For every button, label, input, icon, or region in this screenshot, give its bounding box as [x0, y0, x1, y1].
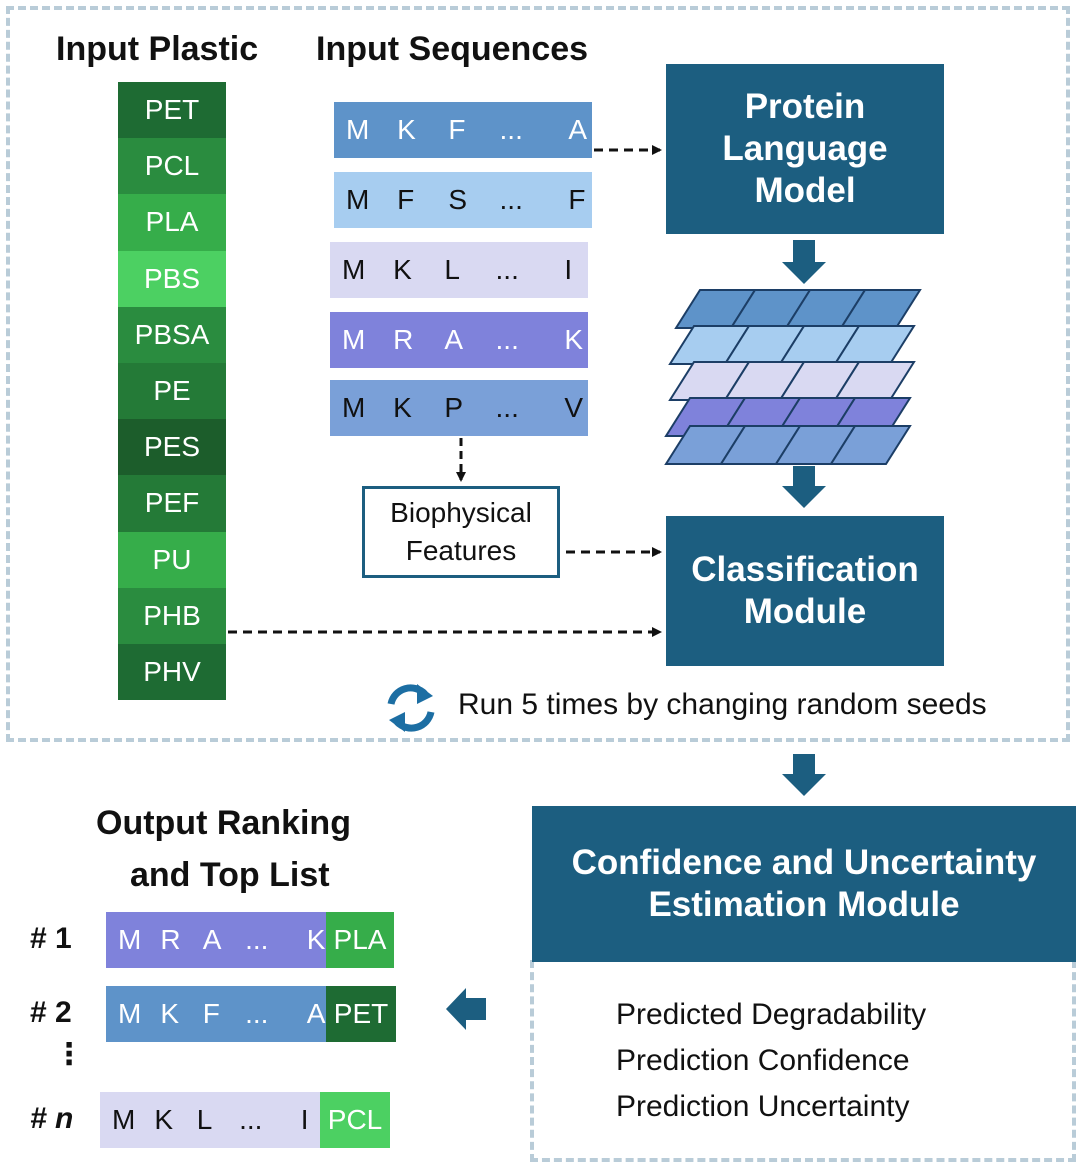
plastic-phb: PHB	[118, 587, 226, 644]
plastic-pbs: PBS	[118, 250, 226, 307]
rank-label: # 1	[30, 922, 72, 955]
ranked-sequence-token: F	[202, 998, 220, 1029]
refresh-icon	[387, 684, 435, 732]
biophysical-label-line1: Biophysical	[390, 497, 532, 529]
arrow-to-ranking	[446, 988, 486, 1030]
ranked-sequence-token: K	[160, 998, 180, 1029]
plastic-pef: PEF	[118, 475, 226, 532]
output-degradability: Predicted Degradability	[616, 998, 927, 1031]
ranked-plastic: PET	[326, 986, 396, 1042]
sequence-token: A	[444, 324, 464, 355]
plastic-pbsa: PBSA	[118, 306, 226, 363]
embedding-stack	[664, 289, 922, 465]
rank-label: # n	[30, 1102, 74, 1135]
biophysical-label-line2: Features	[405, 535, 517, 566]
ranked-plastic: PCL	[320, 1092, 390, 1148]
output-ranking-heading-line1: Output Ranking	[96, 804, 351, 842]
sequence-token: F	[568, 184, 586, 215]
ranked-plastic: PLA	[326, 912, 394, 968]
plm-label-line3: Model	[754, 171, 856, 210]
arrow-to-confidence	[782, 754, 826, 796]
sequence-token: ...	[495, 392, 519, 423]
ranked-sequence-token: M	[118, 924, 142, 955]
output-ranking-heading-line2: and Top List	[130, 856, 330, 894]
ranked-sequence-token: L	[196, 1104, 213, 1135]
output-confidence: Prediction Confidence	[616, 1044, 910, 1077]
arrow-plm-to-embedding	[782, 240, 826, 284]
sequence-token: S	[448, 184, 468, 215]
sequence-token: M	[346, 184, 370, 215]
sequence-token: F	[448, 114, 466, 145]
ranked-sequence-token: K	[154, 1104, 174, 1135]
pipeline-frame	[6, 6, 1070, 742]
protein-language-model-box: Protein Language Model	[666, 64, 944, 234]
ranked-sequence-token: ...	[245, 924, 269, 955]
biophysical-features-box: Biophysical Features	[362, 486, 560, 578]
ellipsis-icon: ⋮	[54, 1038, 84, 1071]
rank-label: # 2	[30, 996, 72, 1029]
ranked-sequence-token: K	[306, 924, 326, 955]
ranked-sequence-token: I	[300, 1104, 309, 1135]
ranked-sequence-token: A	[306, 998, 326, 1029]
classification-label-line1: Classification	[691, 550, 919, 589]
plastic-pes: PES	[118, 419, 226, 476]
plastic-pla: PLA	[118, 194, 226, 251]
input-plastic-heading: Input Plastic	[56, 30, 259, 68]
output-uncertainty: Prediction Uncertainty	[616, 1090, 910, 1123]
plm-label-line1: Protein	[744, 87, 866, 126]
sequence-token: K	[397, 114, 416, 145]
confidence-label-line2: Estimation Module	[648, 885, 960, 924]
sequence-token: F	[397, 184, 415, 215]
plastic-pcl: PCL	[118, 138, 226, 195]
sequence-token: K	[564, 324, 584, 355]
sequence-token: V	[564, 392, 584, 423]
ranked-sequence-token: M	[112, 1104, 136, 1135]
input-sequences-heading: Input Sequences	[316, 30, 589, 68]
confidence-label-line1: Confidence and Uncertainty	[571, 843, 1037, 882]
sequence-token: L	[444, 254, 460, 285]
plastic-pu: PU	[118, 531, 226, 588]
plastic-phv: PHV	[118, 643, 226, 701]
plastic-pe: PE	[118, 362, 226, 420]
sequence-token: I	[564, 254, 573, 285]
sequence-token: K	[393, 254, 412, 285]
sequence-token: A	[568, 114, 588, 145]
sequence-token: P	[444, 392, 464, 423]
sequence-token: M	[342, 254, 366, 285]
output-list: Predicted Degradability Prediction Confi…	[616, 992, 926, 1130]
ranked-sequence-token: R	[160, 924, 181, 955]
sequence-token: M	[342, 392, 366, 423]
ranked-sequence-token: ...	[239, 1104, 263, 1135]
classification-module-box: Classification Module	[666, 516, 944, 666]
sequence-token: R	[393, 324, 414, 355]
output-frame	[530, 960, 1076, 1162]
sequence-token: K	[393, 392, 412, 423]
sequence-token: ...	[499, 184, 523, 215]
sequence-token: ...	[495, 254, 519, 285]
sequence-token: M	[346, 114, 370, 145]
sequence-token: M	[342, 324, 366, 355]
sequence-token: ...	[499, 114, 523, 145]
ranked-sequence-token: M	[118, 998, 142, 1029]
ranked-sequence-token: ...	[245, 998, 269, 1029]
plastic-pet: PET	[118, 82, 226, 139]
classification-label-line2: Module	[743, 592, 867, 631]
ranked-sequence-token: A	[202, 924, 222, 955]
embedding-cell	[829, 425, 912, 465]
sequence-token: ...	[495, 324, 519, 355]
arrow-embedding-to-classification	[782, 466, 826, 508]
confidence-module-box: Confidence and Uncertainty Estimation Mo…	[532, 806, 1076, 962]
plm-label-line2: Language	[722, 129, 888, 168]
run-note: Run 5 times by changing random seeds	[458, 688, 987, 721]
